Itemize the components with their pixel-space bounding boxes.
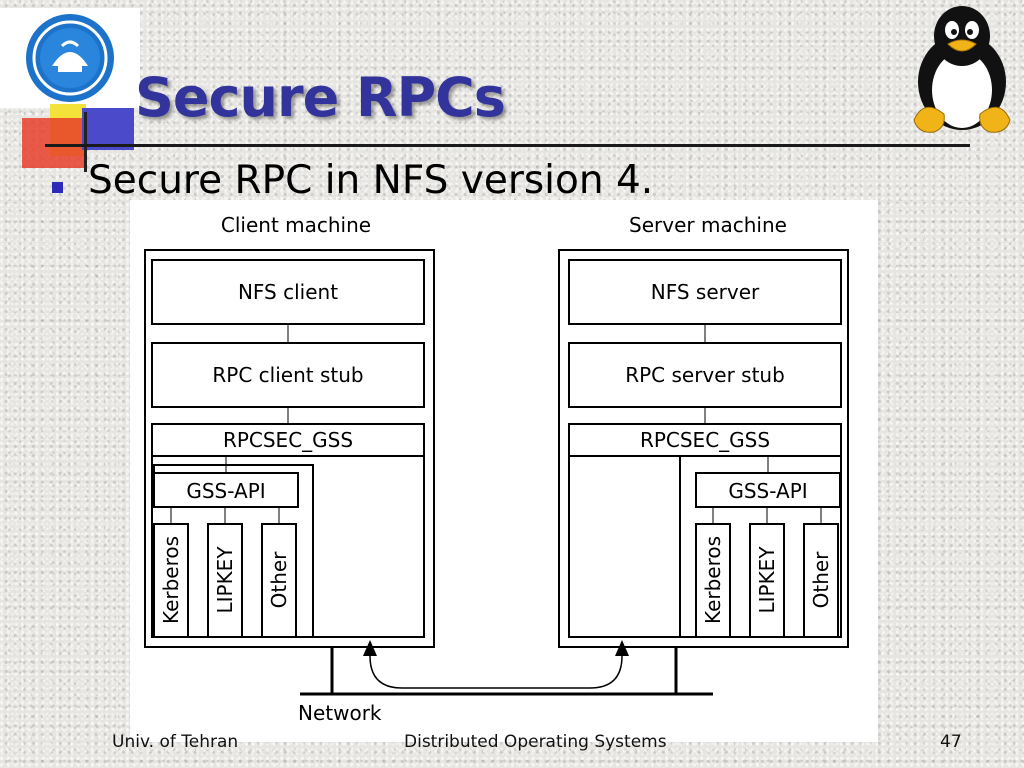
server-arrowhead (615, 640, 629, 656)
university-logo (0, 8, 140, 108)
network-label: Network (298, 701, 382, 725)
client-stub-label: RPC client stub (212, 363, 363, 387)
decor-vertical-line (84, 112, 87, 172)
slide-title: Secure RPCs (135, 66, 506, 129)
server-rpcsec-label: RPCSEC_GSS (640, 428, 770, 452)
footer-course: Distributed Operating Systems (404, 732, 667, 752)
nfs-secure-rpc-diagram: Client machine Server machine NFS client… (130, 200, 878, 742)
server-mechanism-other-label: Other (809, 551, 833, 609)
client-mechanism-kerberos-label: Kerberos (159, 536, 183, 624)
client-gssapi-label: GSS-API (186, 479, 265, 503)
server-mechanism-lipkey-label: LIPKEY (755, 546, 779, 614)
rpc-message-path (369, 655, 623, 689)
client-arrowhead (363, 640, 377, 656)
client-mechanism-lipkey-label: LIPKEY (213, 546, 237, 614)
linux-penguin (900, 2, 1024, 140)
decor-blue-square (82, 108, 134, 150)
server-gssapi-label: GSS-API (728, 479, 807, 503)
university-logo-icon (26, 14, 114, 102)
bullet-text: Secure RPC in NFS version 4. (88, 158, 654, 203)
decor-red-square (22, 118, 84, 168)
server-machine-label: Server machine (629, 213, 787, 237)
footer-page-number: 47 (940, 732, 962, 752)
bullet-marker (52, 182, 63, 193)
server-machine-box (558, 249, 849, 648)
footer-university: Univ. of Tehran (112, 732, 239, 752)
server-nfs-label: NFS server (651, 280, 760, 304)
linux-penguin-icon (913, 6, 1011, 133)
client-rpcsec-label: RPCSEC_GSS (223, 428, 353, 452)
client-machine-label: Client machine (221, 213, 371, 237)
client-mechanism-other-label: Other (267, 551, 291, 609)
server-stub-label: RPC server stub (625, 363, 785, 387)
title-underline (45, 144, 970, 147)
server-mechanism-kerberos-label: Kerberos (701, 536, 725, 624)
client-nfs-label: NFS client (238, 280, 338, 304)
client-machine-box (144, 249, 435, 648)
